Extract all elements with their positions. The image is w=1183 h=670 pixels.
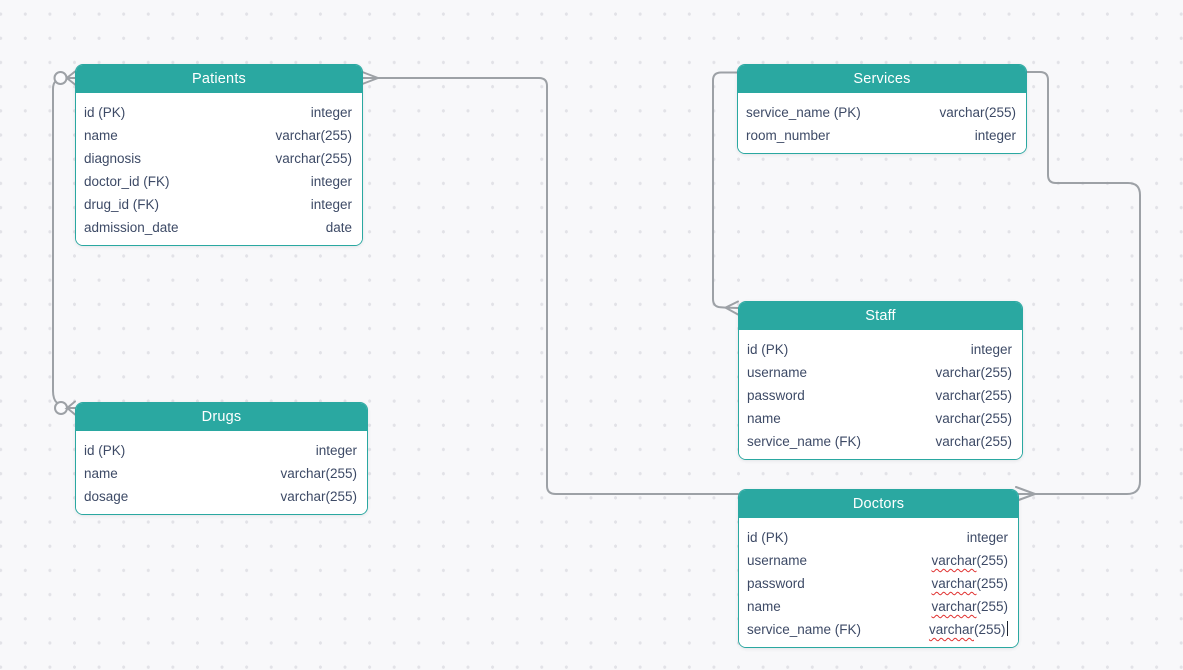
column-name: service_name (FK) — [747, 434, 862, 449]
column-row[interactable]: service_name (FK) varchar(255) — [739, 618, 1018, 641]
column-type: integer — [970, 342, 1012, 357]
column-name: name — [747, 599, 781, 614]
crow-foot-icon — [726, 302, 739, 315]
text-caret — [1006, 621, 1008, 636]
spellcheck-underlined-word: varchar — [931, 553, 977, 568]
column-name: name — [84, 466, 118, 481]
relationship-services-staff[interactable] — [713, 73, 738, 315]
table-title[interactable]: Doctors — [739, 490, 1018, 518]
column-row[interactable]: password varchar(255) — [739, 384, 1022, 407]
column-row[interactable]: username varchar(255) — [739, 361, 1022, 384]
column-type: varchar(255) — [935, 365, 1012, 380]
zero-marker-icon — [55, 402, 67, 414]
table-services[interactable]: Services service_name (PK) varchar(255) ro… — [737, 64, 1027, 154]
column-type: integer — [966, 530, 1008, 545]
column-name: username — [747, 365, 808, 380]
column-type: varchar(255) — [939, 105, 1016, 120]
relationship-patients-doctors[interactable] — [361, 72, 738, 495]
column-type: varchar(255) — [929, 618, 1008, 641]
column-row[interactable]: username varchar(255) — [739, 549, 1018, 572]
column-row[interactable]: name varchar(255) — [739, 595, 1018, 618]
spellcheck-underlined-word: varchar — [931, 599, 977, 614]
column-type: varchar(255) — [280, 466, 357, 481]
column-type: varchar(255) — [935, 411, 1012, 426]
column-row[interactable]: drug_id (FK) integer — [76, 193, 362, 216]
column-name: id (PK) — [747, 530, 789, 545]
table-staff[interactable]: Staff id (PK) integer username varchar(255)… — [738, 301, 1023, 460]
column-name: admission_date — [84, 220, 179, 235]
column-type: varchar(255) — [935, 434, 1012, 449]
column-type: integer — [315, 443, 357, 458]
zero-marker-icon — [55, 72, 67, 84]
column-row[interactable]: diagnosis varchar(255) — [76, 147, 362, 170]
table-title[interactable]: Staff — [739, 302, 1022, 330]
column-name: username — [747, 553, 808, 568]
column-type: varchar(255) — [280, 489, 357, 504]
table-title[interactable]: Patients — [76, 65, 362, 93]
column-row[interactable]: service_name (PK) varchar(255) — [738, 101, 1026, 124]
relationship-patients-drugs[interactable] — [53, 72, 75, 415]
column-row[interactable]: admission_date date — [76, 216, 362, 239]
column-type: integer — [310, 197, 352, 212]
column-type: varchar(255) — [931, 553, 1008, 568]
column-row[interactable]: name varchar(255) — [76, 124, 362, 147]
column-name: id (PK) — [84, 105, 126, 120]
table-doctors[interactable]: Doctors id (PK) integer username varchar(25… — [738, 489, 1019, 648]
column-type: varchar(255) — [935, 388, 1012, 403]
column-name: id (PK) — [747, 342, 789, 357]
column-type: integer — [310, 174, 352, 189]
table-columns: id (PK) integer name varchar(255) dosage varc… — [76, 431, 367, 514]
spellcheck-underlined-word: varchar — [931, 576, 977, 591]
column-name: password — [747, 388, 805, 403]
column-row[interactable]: room_number integer — [738, 124, 1026, 147]
column-row[interactable]: id (PK) integer — [76, 439, 367, 462]
crow-foot-icon — [67, 402, 75, 415]
column-name: doctor_id (FK) — [84, 174, 170, 189]
crow-foot-icon — [1016, 487, 1035, 501]
table-columns: service_name (PK) varchar(255) room_number… — [738, 93, 1026, 153]
column-row[interactable]: password varchar(255) — [739, 572, 1018, 595]
column-name: service_name (FK) — [747, 622, 862, 637]
column-name: service_name (PK) — [746, 105, 861, 120]
column-row[interactable]: id (PK) integer — [739, 338, 1022, 361]
column-row[interactable]: id (PK) integer — [739, 526, 1018, 549]
column-name: name — [747, 411, 781, 426]
column-name: diagnosis — [84, 151, 142, 166]
column-name: name — [84, 128, 118, 143]
column-type: integer — [310, 105, 352, 120]
column-row[interactable]: doctor_id (FK) integer — [76, 170, 362, 193]
column-row[interactable]: name varchar(255) — [739, 407, 1022, 430]
column-type: integer — [974, 128, 1016, 143]
column-type: varchar(255) — [931, 599, 1008, 614]
column-type: varchar(255) — [931, 576, 1008, 591]
table-title[interactable]: Drugs — [76, 403, 367, 431]
crow-foot-icon — [67, 72, 75, 85]
column-row[interactable]: name varchar(255) — [76, 462, 367, 485]
column-name: room_number — [746, 128, 831, 143]
relationship-services-doctors[interactable] — [1016, 72, 1140, 501]
column-type: varchar(255) — [275, 128, 352, 143]
column-type: varchar(255) — [275, 151, 352, 166]
table-columns: id (PK) integer name varchar(255) diagnosis v… — [76, 93, 362, 245]
column-row[interactable]: dosage varchar(255) — [76, 485, 367, 508]
column-name: drug_id (FK) — [84, 197, 160, 212]
column-row[interactable]: id (PK) integer — [76, 101, 362, 124]
column-type: date — [325, 220, 352, 235]
column-name: password — [747, 576, 805, 591]
column-row[interactable]: service_name (FK) varchar(255) — [739, 430, 1022, 453]
column-name: id (PK) — [84, 443, 126, 458]
spellcheck-underlined-word: varchar — [928, 622, 974, 637]
column-name: dosage — [84, 489, 129, 504]
crow-foot-icon — [361, 72, 378, 85]
table-title[interactable]: Services — [738, 65, 1026, 93]
